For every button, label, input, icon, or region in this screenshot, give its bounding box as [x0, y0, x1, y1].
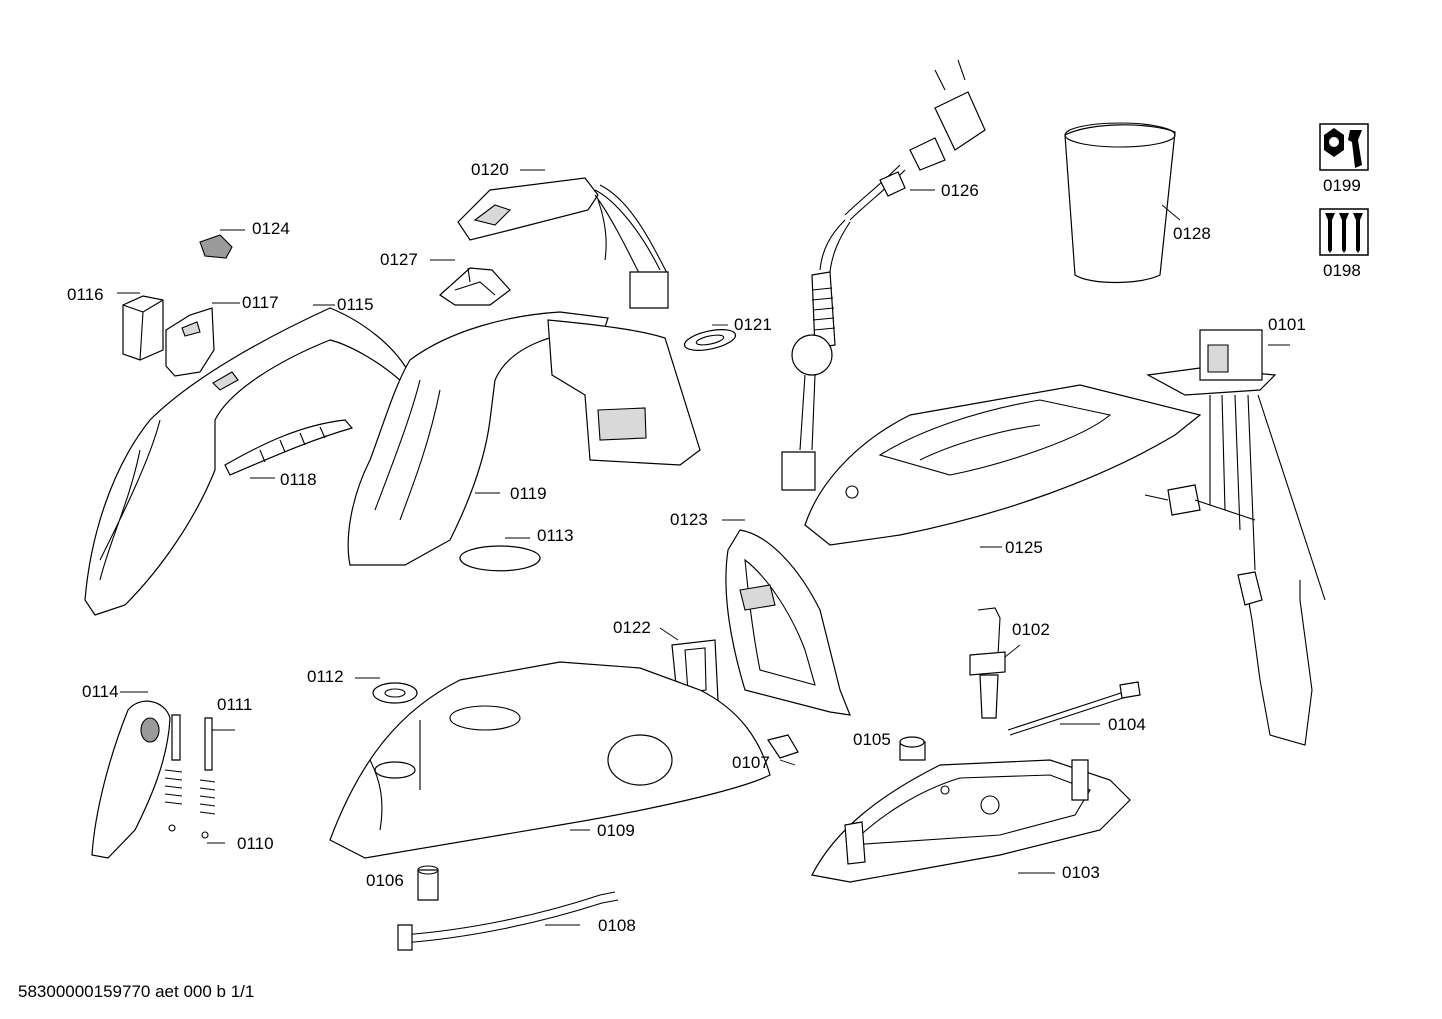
part-0125-housing-frame	[804, 384, 1202, 548]
part-label-0126: 0126	[941, 181, 979, 200]
part-label-0104: 0104	[1108, 715, 1146, 734]
part-0116-handle-cap	[117, 292, 164, 361]
part-label-0114: 0114	[82, 682, 119, 701]
part-0117-handle-cap	[165, 302, 240, 377]
part-label-0117: 0117	[242, 293, 279, 312]
part-label-0120: 0120	[471, 160, 509, 179]
part-0111-valve-pin	[164, 714, 235, 815]
screws-icon	[1319, 208, 1369, 256]
part-label-0116: 0116	[67, 285, 104, 304]
part-0120-control-board	[457, 169, 669, 309]
part-label-0109: 0109	[597, 821, 635, 840]
nut-wrench-icon	[1319, 123, 1369, 171]
part-0108-hose	[397, 891, 619, 951]
part-label-0103: 0103	[1062, 863, 1100, 882]
part-label-0115: 0115	[337, 295, 374, 314]
part-label-0199: 0199	[1323, 176, 1361, 195]
part-0127-button-cluster	[430, 259, 511, 306]
part-0118-slider	[224, 419, 354, 479]
part-label-0127: 0127	[380, 250, 418, 269]
part-0126-power-cord	[781, 59, 986, 491]
part-0113-round-cap	[459, 537, 541, 572]
part-label-0118: 0118	[280, 470, 317, 489]
part-label-0102: 0102	[1012, 620, 1050, 639]
part-label-0125: 0125	[1005, 538, 1043, 557]
part-0115-handle-housing	[84, 304, 411, 616]
part-0107-fitting	[767, 734, 799, 766]
part-label-0111: 0111	[217, 695, 253, 714]
part-0110-bead	[168, 824, 225, 844]
part-0123-rear-cover	[722, 519, 851, 716]
part-0102-thermostat	[969, 607, 1021, 719]
document-id: 58300000159770 aet 000 b 1/1	[18, 982, 255, 1001]
part-0104-wire	[1007, 681, 1141, 736]
part-0121-gasket	[683, 324, 737, 351]
part-label-0124: 0124	[252, 219, 290, 238]
part-label-0110: 0110	[237, 834, 274, 853]
part-0103-soleplate	[811, 759, 1131, 883]
part-label-0112: 0112	[307, 667, 344, 686]
part-0101-connector-wiring	[1144, 329, 1326, 746]
part-0124-button	[199, 229, 245, 259]
part-label-0198: 0198	[1323, 261, 1361, 280]
part-label-0101: 0101	[1268, 315, 1306, 334]
part-0105-cap	[899, 736, 926, 761]
part-label-0105: 0105	[853, 730, 891, 749]
part-0119-handle-frame	[347, 311, 701, 566]
part-0106-sleeve	[417, 865, 439, 901]
part-label-0106: 0106	[366, 871, 404, 890]
part-0112-ring	[355, 677, 418, 704]
part-label-0108: 0108	[598, 916, 636, 935]
part-label-0128: 0128	[1173, 224, 1211, 243]
part-label-0123: 0123	[670, 510, 708, 529]
part-0114-handle-insert	[91, 691, 171, 859]
part-label-0107: 0107	[732, 753, 770, 772]
part-0128-measuring-cup	[1064, 122, 1181, 284]
part-label-0119: 0119	[510, 484, 547, 503]
part-label-0113: 0113	[537, 526, 574, 545]
part-label-0121: 0121	[734, 315, 772, 334]
part-0109-main-housing	[329, 661, 771, 859]
part-label-0122: 0122	[613, 618, 651, 637]
